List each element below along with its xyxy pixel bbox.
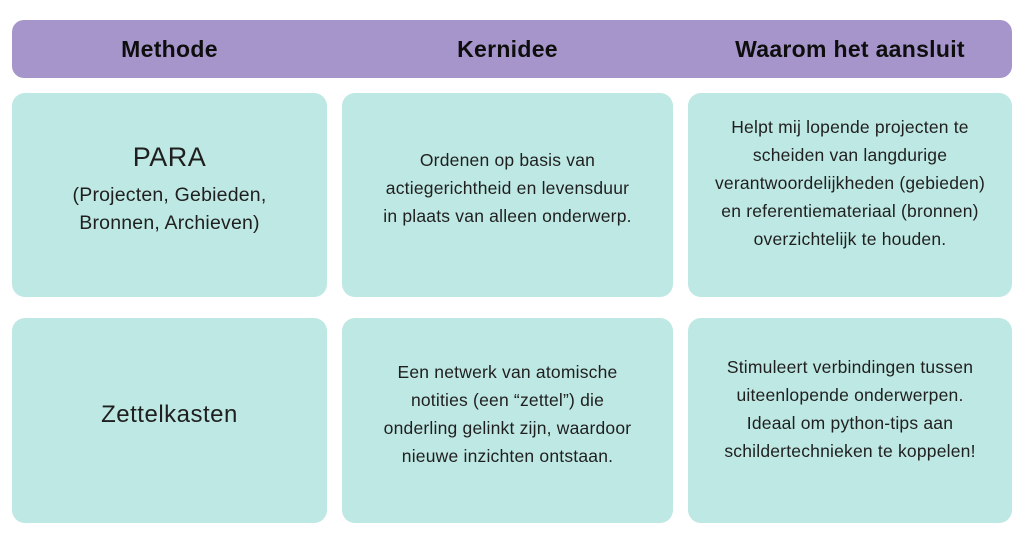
- column-header-waarom: Waarom het aansluit: [735, 35, 965, 62]
- cell-zettelkasten-kernidee: Een netwerk van atomische notities (een …: [342, 318, 673, 523]
- cell-para-waarom: Helpt mij lopende projecten te scheiden …: [688, 93, 1012, 297]
- cell-zettelkasten-waarom: Stimuleert verbindingen tussen uiteenlop…: [688, 318, 1012, 523]
- method-title-zettelkasten: Zettelkasten: [101, 400, 238, 428]
- table-body: PARA (Projecten, Gebieden, Bronnen, Arch…: [12, 93, 1012, 523]
- column-header-kernidee: Kernidee: [457, 35, 558, 62]
- method-subtitle-para: (Projecten, Gebieden, Bronnen, Archieven…: [72, 183, 267, 234]
- cell-para-methode: PARA (Projecten, Gebieden, Bronnen, Arch…: [12, 93, 327, 297]
- cell-zettelkasten-methode: Zettelkasten: [12, 318, 327, 523]
- column-header-methode: Methode: [121, 35, 218, 62]
- table-header-row: Methode Kernidee Waarom het aansluit: [12, 20, 1012, 78]
- cell-para-kernidee: Ordenen op basis van actiegerichtheid en…: [342, 93, 673, 297]
- method-title-para: PARA: [132, 141, 207, 172]
